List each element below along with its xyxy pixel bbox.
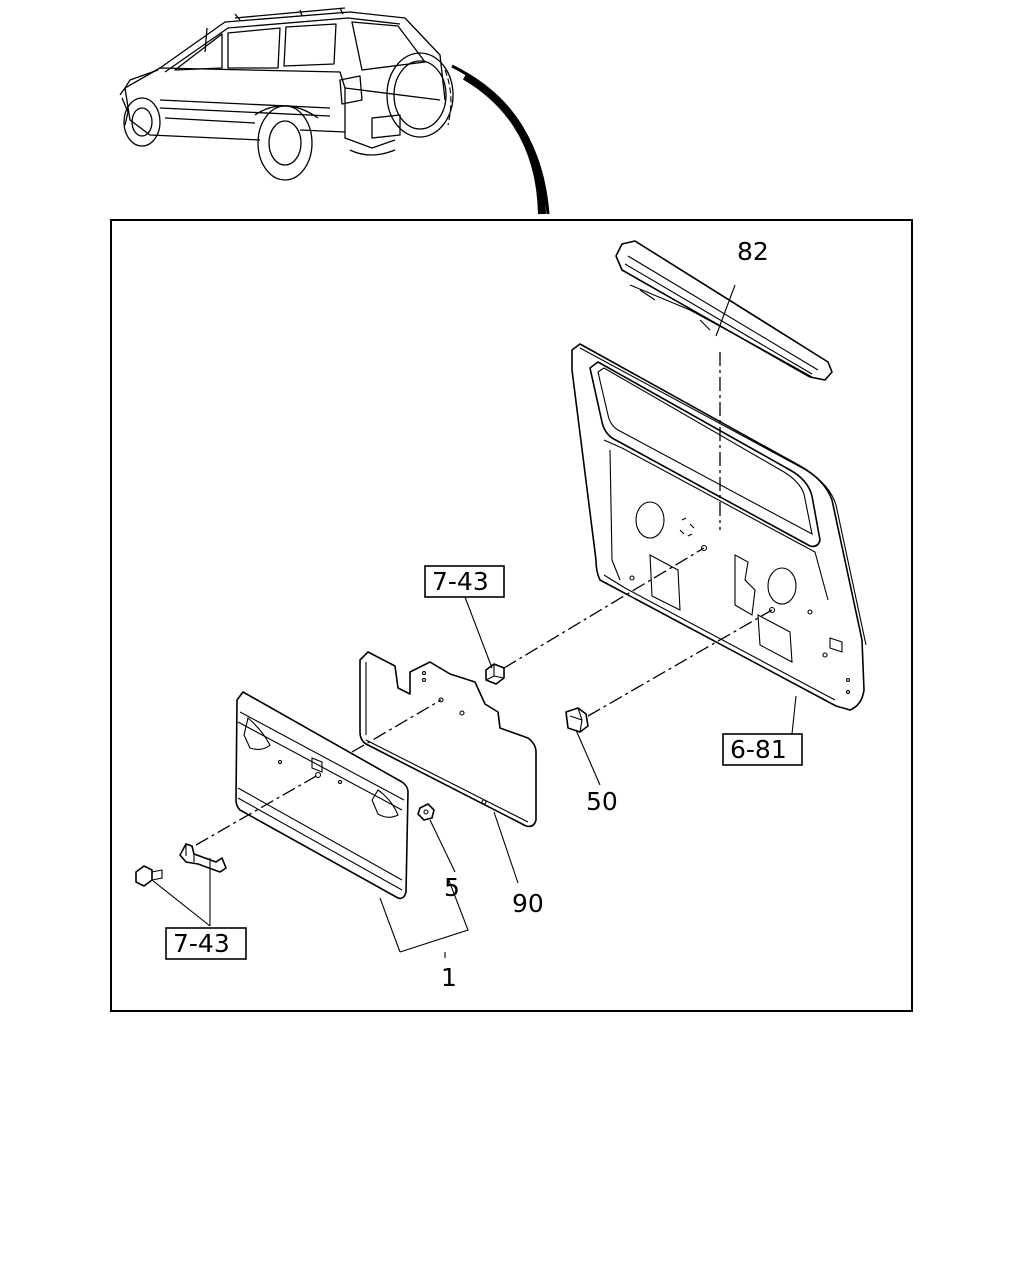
part-5-nut — [417, 803, 435, 821]
callout-50: 50 — [586, 787, 618, 816]
callout-6-81: 6-81 — [730, 735, 787, 764]
part-50-clip — [565, 707, 589, 733]
detail-arc — [451, 64, 550, 215]
callout-box-6-81 — [722, 733, 803, 766]
callout-1: 1 — [441, 963, 457, 992]
part-bracket-strap — [179, 843, 227, 873]
leader-lines — [151, 284, 797, 958]
detail-frame — [110, 219, 913, 1012]
axis-50 — [587, 609, 773, 717]
callout-7-43-upper: 7-43 — [432, 567, 489, 596]
callout-5: 5 — [444, 873, 460, 902]
vehicle-overview — [119, 7, 454, 181]
part-82-strip — [615, 240, 833, 381]
axis-7-43-upper — [503, 547, 705, 669]
callout-90: 90 — [512, 889, 544, 918]
part-6-81-tailgate — [571, 343, 867, 711]
part-90-panel — [359, 651, 537, 828]
callout-box-7-43-upper — [424, 565, 505, 598]
callout-box-7-43-lower — [165, 927, 247, 960]
callout-82: 82 — [737, 237, 769, 266]
axis-bracket — [195, 774, 319, 846]
part-1-plate-bracket — [235, 691, 409, 900]
callout-7-43-lower: 7-43 — [173, 929, 230, 958]
part-7-43-bolt-upper — [485, 663, 505, 685]
part-7-43-bolt-lower — [135, 865, 163, 887]
axis-90 — [351, 699, 442, 753]
